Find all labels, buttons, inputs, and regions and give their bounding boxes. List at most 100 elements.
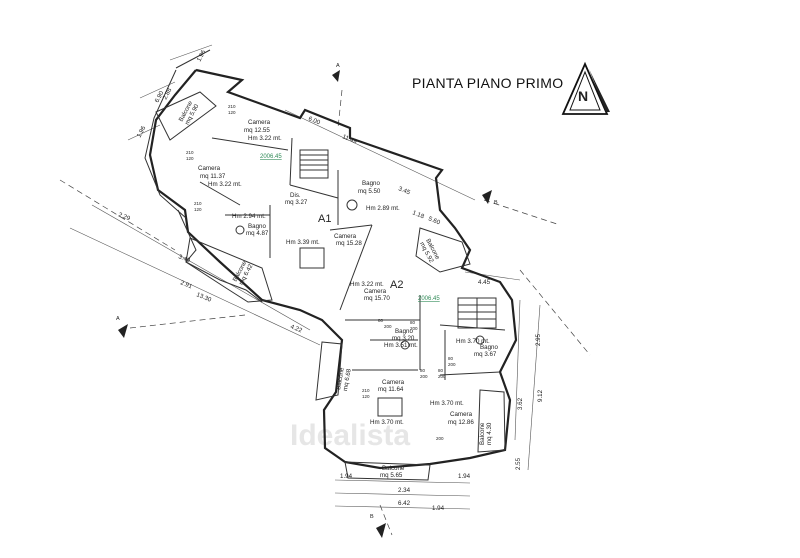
svg-text:mq 12.55: mq 12.55 [244,127,270,134]
svg-text:Balcone: Balcone [382,465,405,472]
svg-text:mq 5.50: mq 5.50 [358,188,381,195]
svg-text:1.94: 1.94 [432,505,445,512]
svg-text:4.22: 4.22 [289,323,303,334]
unit-label: A1 [318,213,331,225]
svg-text:Camera: Camera [364,288,387,295]
svg-text:200: 200 [436,436,444,441]
svg-text:13.30: 13.30 [195,291,212,303]
balcony [185,237,273,303]
room-label: Hm 2.94 mt. Bagno mq 4.87 [232,213,269,237]
unit-label: A2 [390,279,403,291]
svg-text:2.29: 2.29 [117,211,131,222]
section-arrow-icon [332,70,340,82]
svg-text:120: 120 [362,394,370,399]
balcony [477,389,506,453]
svg-text:210: 210 [186,150,194,155]
section-arrow-icon [376,523,386,538]
svg-text:120: 120 [228,110,236,115]
balcony [315,341,343,401]
svg-text:80: 80 [420,368,426,373]
dimension-labels: 6.90 1.96 2.88 1.96 6.00 11.49 3.45 1.18… [117,49,544,512]
svg-text:80: 80 [378,318,384,323]
level-mark: 2006.45 [260,154,282,160]
section-mark: A [116,316,120,322]
svg-text:6.42: 6.42 [398,500,411,507]
room-label: Hm 3.70 mt. Camera mq 12.86 [430,400,474,426]
room-label: Camera mq 15.28 Hm 3.39 mt. [286,233,362,247]
svg-text:1.18: 1.18 [411,209,425,220]
north-letter: N [578,88,588,104]
svg-text:200: 200 [410,326,418,331]
svg-text:11.49: 11.49 [341,133,358,145]
svg-text:2.95: 2.95 [535,333,542,346]
room-label: Camera mq 12.55 Hm 3.22 mt. [244,119,282,142]
svg-text:Hm 3.70 mt.: Hm 3.70 mt. [430,400,464,407]
svg-text:9.12: 9.12 [537,389,544,402]
svg-text:200: 200 [438,374,446,379]
svg-text:Hm 3.22 mt.: Hm 3.22 mt. [208,181,242,188]
svg-text:200: 200 [448,362,456,367]
staircase [299,149,497,329]
svg-text:mq 3.27: mq 3.27 [285,199,308,206]
svg-text:6.00: 6.00 [307,115,321,126]
svg-text:mq 4.87: mq 4.87 [246,230,269,237]
room-label: Hm 3.22 mt. Camera mq 15.70 [350,281,390,302]
balcony [415,227,471,273]
room-label: Camera mq 11.37 Hm 3.22 mt. [198,165,242,188]
svg-text:80: 80 [410,320,416,325]
svg-text:mq 3.67: mq 3.67 [474,351,497,358]
svg-text:2.55: 2.55 [515,457,522,470]
svg-text:210: 210 [228,104,236,109]
section-arrow-icon [118,324,128,338]
svg-text:Camera: Camera [382,379,405,386]
room-label: Bagno mq 3.20 Hm 3.51 mt. [384,328,418,349]
svg-text:Camera: Camera [198,165,221,172]
section-mark: B [370,514,374,520]
svg-text:Camera: Camera [248,119,271,126]
svg-text:Balcone: Balcone [479,422,486,445]
svg-text:1.96: 1.96 [196,49,208,63]
balcony-label: Balcone mq 5.90 [178,99,201,126]
svg-text:Hm 2.94 mt.: Hm 2.94 mt. [232,213,266,220]
svg-text:200: 200 [420,374,428,379]
section-mark: B [494,200,498,206]
watermark-text: Idealista [290,419,410,452]
svg-text:mq 15.70: mq 15.70 [364,295,390,302]
balcony-label: Balcone mq 5.92 [418,238,441,265]
svg-text:mq 4.30: mq 4.30 [486,422,493,445]
svg-text:1.94: 1.94 [340,473,353,480]
svg-text:Camera: Camera [450,411,473,418]
svg-text:120: 120 [194,207,202,212]
balconies [155,91,506,481]
svg-text:80: 80 [448,356,454,361]
svg-text:mq 5.65: mq 5.65 [380,472,403,479]
balcony-label: Balcone mq 5.65 [380,465,405,479]
room-label: Camera mq 11.64 Hm 3.70 mt. [370,379,405,426]
svg-text:210: 210 [362,388,370,393]
outer-walls [144,49,518,470]
north-arrow-icon: N [561,61,610,115]
balcony-label: Balcone mq 6.68 [335,367,353,392]
opening-codes: 210 120 210 120 210 120 80 200 80 200 80… [186,104,456,441]
interior-walls [199,137,506,380]
section-arrow-icon [482,190,492,204]
room-label: Hm 3.70 mt. Bagno mq 3.67 [456,338,498,358]
section-markers: A A B B [116,63,498,538]
svg-text:Hm 3.22 mt.: Hm 3.22 mt. [248,135,282,142]
svg-text:Camera: Camera [334,233,357,240]
svg-text:210: 210 [194,201,202,206]
svg-text:Bagno: Bagno [480,344,498,351]
svg-text:5.60: 5.60 [427,215,441,226]
svg-text:Dis.: Dis. [290,192,301,199]
svg-text:Bagno: Bagno [248,223,266,230]
balcony [344,461,431,481]
svg-text:2.91: 2.91 [179,279,193,290]
dimension-lines [69,44,541,510]
svg-text:80: 80 [438,368,444,373]
svg-text:Hm 3.39 mt.: Hm 3.39 mt. [286,239,320,246]
level-mark: 2006.45 [418,296,440,302]
svg-text:mq 6.68: mq 6.68 [342,368,353,392]
plan-title: PIANTA PIANO PRIMO [412,75,563,91]
svg-text:mq 3.20: mq 3.20 [392,335,415,342]
